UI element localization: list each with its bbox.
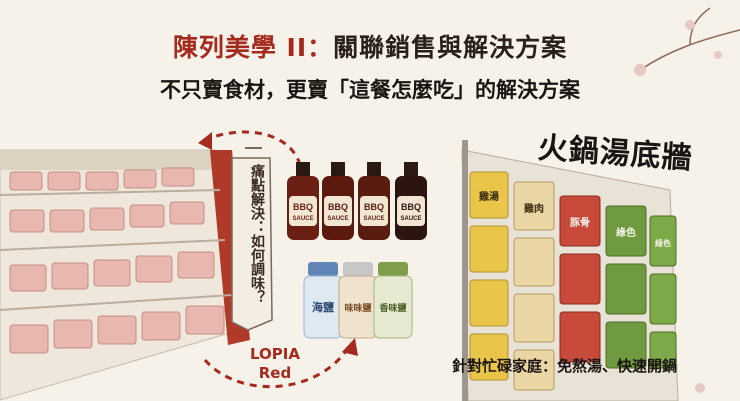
bbq-sub-label-3: SAUCE bbox=[363, 216, 384, 222]
lopia-name: LOPIA bbox=[250, 345, 300, 363]
soup-pack-label-1: 雞湯 bbox=[478, 190, 499, 203]
flow-arrow-top bbox=[204, 130, 302, 166]
floral-branch-decoration bbox=[634, 7, 740, 76]
salt-label-2: 味味鹽 bbox=[344, 302, 371, 314]
bbq-sub-label-4: SAUCE bbox=[400, 216, 421, 222]
hotpot-wall-caption: 針對忙碌家庭：免熬湯、快速開鍋 bbox=[452, 357, 678, 375]
soup-pack-label-5: 綠色 bbox=[655, 238, 671, 248]
salt-label-3: 香味鹽 bbox=[378, 302, 406, 314]
lopia-red-label: LOPIA Red bbox=[250, 345, 300, 383]
soup-pack-label-4: 綠色 bbox=[616, 226, 636, 239]
hotpot-wall: 雞湯 雞肉 豚骨 綠色 綠色 bbox=[461, 140, 679, 401]
page-subtitle: 不只賣食材，更賣「這餐怎麼吃」的解決方案 bbox=[160, 77, 580, 102]
bbq-label-2: BBQ bbox=[328, 202, 348, 212]
soup-pack-label-2: 雞肉 bbox=[523, 202, 544, 215]
lopia-sub: Red bbox=[258, 364, 292, 382]
pain-point-sign bbox=[231, 147, 273, 331]
salt-label-1: 海鹽 bbox=[312, 300, 334, 314]
petal-decoration bbox=[695, 383, 705, 393]
pain-point-label: 痛點解決：如何調味？ bbox=[249, 164, 265, 304]
bbq-label-3: BBQ bbox=[364, 202, 384, 212]
bbq-sub-label-2: SAUCE bbox=[327, 216, 348, 222]
bbq-bottles: BBQ SAUCE BBQ SAUCE BBQ SAUCE BBQ SAUCE bbox=[287, 162, 427, 240]
bbq-sub-label-1: SAUCE bbox=[292, 216, 313, 222]
meat-shelf bbox=[0, 149, 250, 401]
salt-jars: 海鹽 味味鹽 香味鹽 bbox=[303, 262, 413, 339]
bbq-label-1: BBQ bbox=[293, 202, 313, 212]
title-part-accent: 陳列美學 II： bbox=[172, 33, 334, 62]
flow-arrow-bottom bbox=[203, 344, 352, 389]
bbq-label-4: BBQ bbox=[401, 202, 421, 212]
title-part-main: 關聯銷售與解決方案 bbox=[333, 33, 568, 62]
page-title: 陳列美學 II：關聯銷售與解決方案 bbox=[0, 28, 740, 64]
soup-pack-label-3: 豚骨 bbox=[570, 217, 590, 229]
